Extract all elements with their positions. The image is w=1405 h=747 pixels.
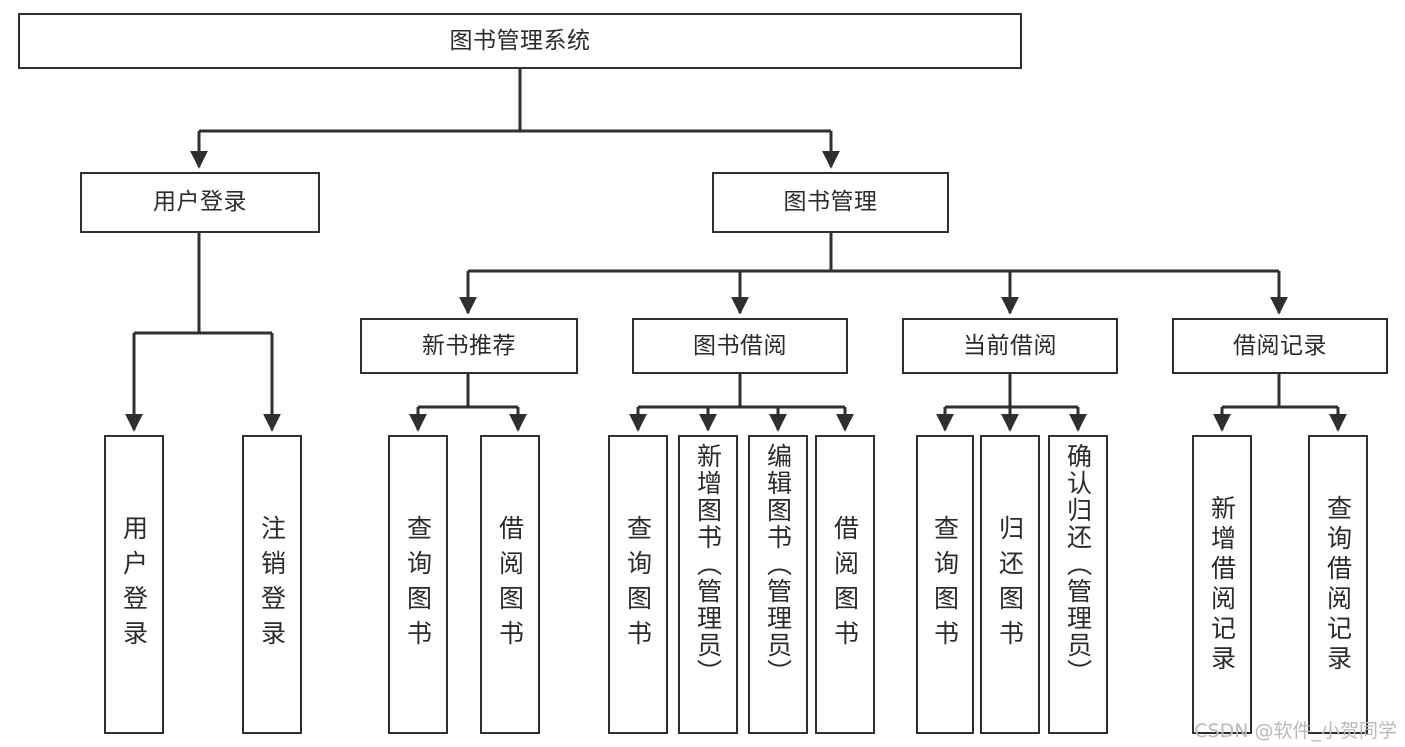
node-label: 借阅图书 [495, 514, 525, 655]
node-label: 用户登录 [153, 189, 247, 216]
node-label: 查询图书 [403, 514, 433, 655]
node-label: 查询图书 [623, 514, 653, 655]
leaf-book-borrow-edit[interactable]: 编辑图书（管理员） [748, 435, 808, 734]
node-label: 新书推荐 [422, 332, 516, 359]
node-label: 用户登录 [119, 514, 149, 655]
csdn-watermark: CSDN @软件_小贺同学 [1194, 720, 1397, 742]
leaf-new-book-borrow[interactable]: 借阅图书 [480, 435, 540, 734]
node-label: 图书管理 [783, 189, 878, 216]
node-new-book-recommend[interactable]: 新书推荐 [360, 318, 578, 374]
leaf-user-login-logout[interactable]: 注销登录 [242, 435, 302, 734]
leaf-book-borrow-query[interactable]: 查询图书 [608, 435, 668, 734]
leaf-book-borrow-borrow[interactable]: 借阅图书 [815, 435, 875, 734]
node-label: 图书管理系统 [449, 27, 591, 54]
node-borrow-record[interactable]: 借阅记录 [1172, 318, 1388, 374]
node-label: 确认归还（管理员） [1063, 443, 1093, 686]
node-label: 编辑图书（管理员） [763, 443, 793, 686]
node-user-login[interactable]: 用户登录 [80, 172, 320, 233]
node-label: 图书借阅 [693, 332, 787, 359]
node-label: 当前借阅 [963, 332, 1057, 359]
node-book-management[interactable]: 图书管理 [712, 172, 949, 233]
leaf-current-borrow-confirm[interactable]: 确认归还（管理员） [1048, 435, 1108, 734]
node-label: 查询图书 [930, 514, 960, 655]
leaf-current-borrow-query[interactable]: 查询图书 [916, 435, 974, 734]
leaf-borrow-record-add[interactable]: 新增借阅记录 [1192, 435, 1252, 734]
node-label: 新增借阅记录 [1207, 494, 1237, 675]
leaf-current-borrow-return[interactable]: 归还图书 [980, 435, 1040, 734]
node-label: 注销登录 [257, 514, 287, 655]
leaf-new-book-query[interactable]: 查询图书 [388, 435, 448, 734]
node-book-borrow[interactable]: 图书借阅 [632, 318, 848, 374]
node-label: 借阅记录 [1233, 332, 1327, 359]
node-label: 新增图书（管理员） [693, 443, 723, 686]
node-label: 借阅图书 [830, 514, 860, 655]
leaf-borrow-record-query[interactable]: 查询借阅记录 [1308, 435, 1368, 734]
node-label: 查询借阅记录 [1323, 494, 1353, 675]
leaf-user-login-login[interactable]: 用户登录 [104, 435, 164, 734]
node-label: 归还图书 [995, 514, 1025, 655]
node-root-system[interactable]: 图书管理系统 [18, 13, 1022, 69]
leaf-book-borrow-add[interactable]: 新增图书（管理员） [678, 435, 738, 734]
node-current-borrow[interactable]: 当前借阅 [902, 318, 1118, 374]
